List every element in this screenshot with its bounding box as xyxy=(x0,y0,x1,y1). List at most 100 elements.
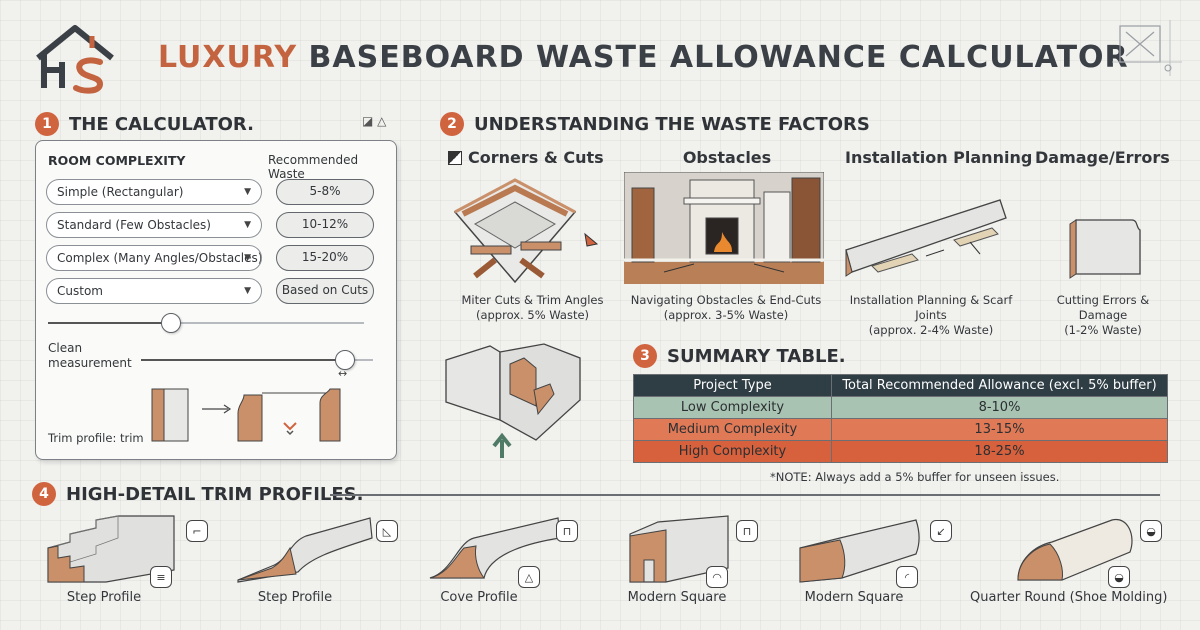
table-row: High Complexity 18-25% xyxy=(633,440,1168,463)
option-row: Simple (Rectangular) ▼ 5-8% xyxy=(46,179,386,205)
select-label: Custom xyxy=(57,284,103,298)
section3-title: SUMMARY TABLE. xyxy=(667,345,846,367)
table-cell: 18-25% xyxy=(831,440,1168,463)
trim-profile-sketch xyxy=(151,388,341,442)
room-complexity-label: ROOM COMPLEXITY xyxy=(48,153,186,168)
calculator-card: ROOM COMPLEXITY Recommended Waste Simple… xyxy=(35,140,397,460)
factor-caption-obstacles: Navigating Obstacles & End-Cuts (approx.… xyxy=(630,293,822,323)
profile-shape-icon: ↙ xyxy=(930,520,952,542)
caret-down-icon: ▼ xyxy=(244,286,251,296)
profile-detail-icon: ◒ xyxy=(1108,566,1130,588)
profile-shape-icon: ⊓ xyxy=(556,520,578,542)
option-row: Complex (Many Angles/Obstacles)▼ 15-20% xyxy=(46,245,386,271)
slider-fill xyxy=(48,322,172,324)
table-cell: High Complexity xyxy=(633,440,832,463)
clean-label-line1: Clean xyxy=(48,341,83,355)
waste-pill-custom[interactable]: Based on Cuts xyxy=(276,278,374,304)
recommended-waste-label: Recommended Waste xyxy=(268,153,359,181)
table-cell: Low Complexity xyxy=(633,396,832,419)
profile-shape-icon: ⊓ xyxy=(736,520,758,542)
blueprint-sketch-icon xyxy=(1112,20,1182,76)
modern-square-illustration-2 xyxy=(799,519,920,583)
section1-heading: 1 THE CALCULATOR. xyxy=(35,112,254,136)
profile-detail-icon: ≡ xyxy=(150,566,172,588)
profile-label: Step Profile xyxy=(66,590,142,605)
caption-line: (approx. 5% Waste) xyxy=(475,308,590,322)
slider-fill xyxy=(141,359,346,361)
slider-knob[interactable] xyxy=(335,350,356,370)
profile-label: Cove Profile xyxy=(440,590,518,605)
caption-line: (approx. 2-4% Waste) xyxy=(868,323,994,337)
section4-divider xyxy=(330,494,1160,496)
fireplace-obstacle-illustration xyxy=(624,172,824,284)
caret-down-icon: ▼ xyxy=(244,187,251,197)
select-label: Complex (Many Angles/Obstacles) xyxy=(57,251,262,265)
profile-label: Modern Square xyxy=(804,590,904,605)
table-row: Medium Complexity 13-15% xyxy=(633,418,1168,441)
select-label: Simple (Rectangular) xyxy=(57,185,184,199)
caption-line: Cutting Errors & Damage xyxy=(1056,293,1150,322)
table-cell: 8-10% xyxy=(831,396,1168,419)
complexity-slider[interactable] xyxy=(48,313,364,333)
waste-pill-simple[interactable]: 5-8% xyxy=(276,179,374,205)
title-main: BASEBOARD WASTE ALLOWANCE CALCULATOR xyxy=(308,40,1129,75)
step-profile-illustration-2 xyxy=(237,517,373,583)
table-header-cell: Project Type xyxy=(633,374,832,397)
caret-down-icon: ▼ xyxy=(244,220,251,230)
profile-detail-icon: ◠ xyxy=(706,566,728,588)
table-row: Low Complexity 8-10% xyxy=(633,396,1168,419)
section3-number: 3 xyxy=(633,344,657,368)
complexity-select-standard[interactable]: Standard (Few Obstacles)▼ xyxy=(46,212,262,238)
complexity-select-complex[interactable]: Complex (Many Angles/Obstacles)▼ xyxy=(46,245,262,271)
factor-title-obstacles: Obstacles xyxy=(682,148,772,167)
caret-down-icon: ▼ xyxy=(244,253,251,263)
factor-title-damage: Damage/Errors xyxy=(1035,148,1170,167)
summary-table: Project Type Total Recommended Allowance… xyxy=(633,374,1168,463)
factor-caption-planning: Installation Planning & Scarf Joints (ap… xyxy=(834,293,1028,338)
section4-number: 4 xyxy=(32,482,56,506)
section2-number: 2 xyxy=(440,112,464,136)
option-row: Standard (Few Obstacles)▼ 10-12% xyxy=(46,212,386,238)
profile-detail-icon: △ xyxy=(518,566,540,588)
section1-title: THE CALCULATOR. xyxy=(69,113,254,135)
section2-title: UNDERSTANDING THE WASTE FACTORS xyxy=(474,113,870,135)
clean-label-line2: measurement xyxy=(48,356,132,370)
waste-pill-complex[interactable]: 15-20% xyxy=(276,245,374,271)
caption-line: (1-2% Waste) xyxy=(1064,323,1142,337)
double-arrow-icon: ↔ xyxy=(338,367,348,380)
title-accent: LUXURY xyxy=(158,40,298,75)
profile-label: Quarter Round (Shoe Molding) xyxy=(970,590,1168,605)
measurement-slider[interactable] xyxy=(141,350,373,370)
table-header-cell: Total Recommended Allowance (excl. 5% bu… xyxy=(831,374,1168,397)
factor-title-planning: Installation Planning xyxy=(845,148,1033,167)
profile-label: Modern Square xyxy=(627,590,727,605)
table-cell: Medium Complexity xyxy=(633,418,832,441)
step-profile-illustration-1 xyxy=(47,515,175,583)
profile-label: Step Profile xyxy=(257,590,333,605)
caption-line: Installation Planning & Scarf Joints xyxy=(849,293,1013,322)
factor-caption-corners: Miter Cuts & Trim Angles (approx. 5% Was… xyxy=(445,293,620,323)
complexity-select-simple[interactable]: Simple (Rectangular) ▼ xyxy=(46,179,262,205)
section4-heading: 4 HIGH-DETAIL TRIM PROFILES. xyxy=(32,482,363,506)
section3-heading: 3 SUMMARY TABLE. xyxy=(633,344,846,368)
trim-profile-label: Trim profile: trim xyxy=(48,431,144,445)
complexity-select-custom[interactable]: Custom ▼ xyxy=(46,278,262,304)
factor-title-text: Corners & Cuts xyxy=(468,148,604,167)
miter-corner-illustration xyxy=(453,178,599,284)
slider-knob[interactable] xyxy=(161,313,182,333)
corner-joint-detail-illustration xyxy=(445,343,581,458)
section4-title: HIGH-DETAIL TRIM PROFILES. xyxy=(66,483,364,505)
caption-line: Navigating Obstacles & End-Cuts xyxy=(630,293,822,307)
modern-square-illustration-1 xyxy=(629,515,729,583)
section2-heading: 2 UNDERSTANDING THE WASTE FACTORS xyxy=(440,112,870,136)
section1-number: 1 xyxy=(35,112,59,136)
table-header-row: Project Type Total Recommended Allowance… xyxy=(633,374,1168,397)
edit-icon: ◪ △ xyxy=(362,114,387,128)
caption-line: Miter Cuts & Trim Angles xyxy=(461,293,604,307)
quarter-round-illustration xyxy=(1017,518,1133,581)
option-row: Custom ▼ Based on Cuts xyxy=(46,278,386,304)
profile-detail-icon: ◜ xyxy=(896,566,918,588)
factor-title-corners: Corners & Cuts xyxy=(448,148,604,167)
cove-profile-illustration xyxy=(429,517,561,579)
waste-pill-standard[interactable]: 10-12% xyxy=(276,212,374,238)
